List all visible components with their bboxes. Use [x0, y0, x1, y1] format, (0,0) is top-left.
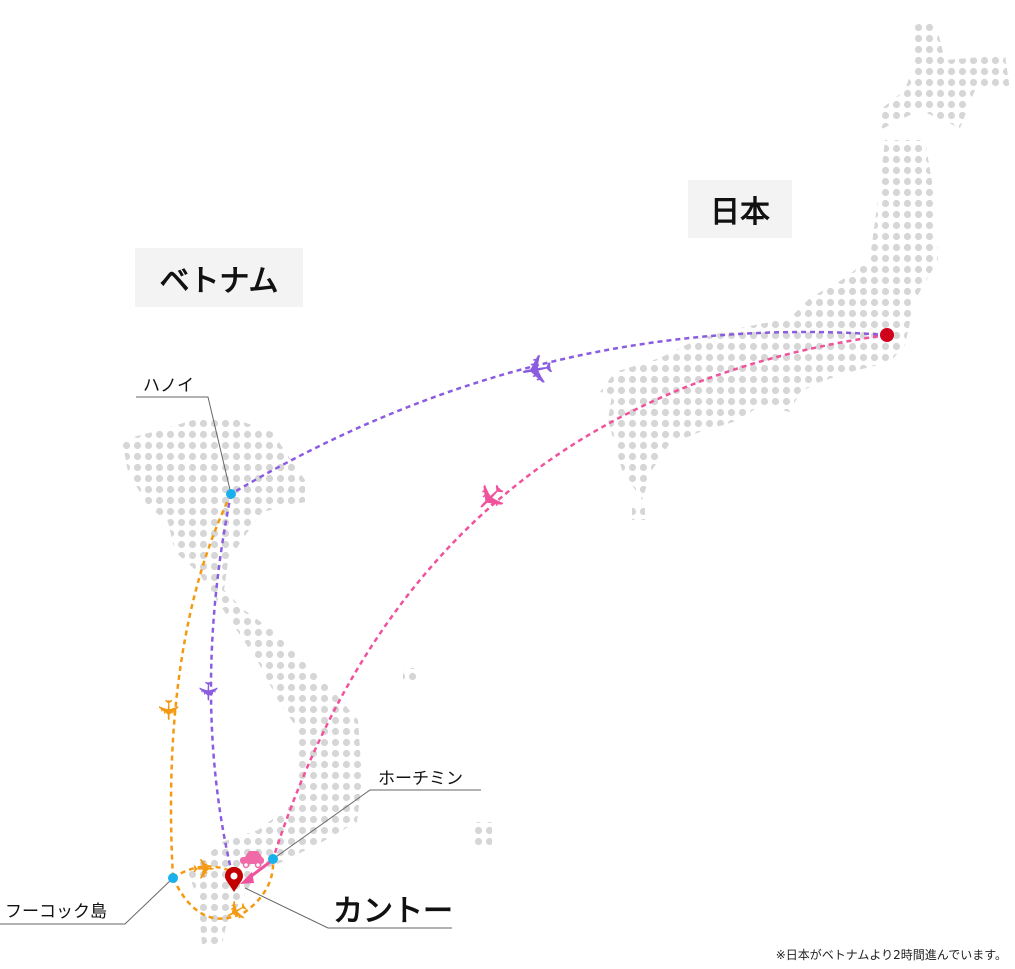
time-difference-note: ※日本がベトナムより2時間進んでいます。 — [775, 948, 1007, 962]
city-label-hanoi: ハノイ — [143, 376, 194, 396]
plane-icon: ✈ — [192, 853, 216, 886]
phuquoc-leader — [0, 877, 174, 925]
city-label-phu-quoc: フーコック島 — [5, 902, 107, 922]
car-icon — [240, 851, 264, 869]
hcm-leader — [272, 789, 481, 860]
region-label-vietnam: ベトナム — [135, 248, 303, 307]
plane-icon: ✈ — [191, 680, 222, 702]
map-pin-icon[interactable] — [225, 866, 243, 892]
arrowhead-icon — [240, 872, 254, 884]
route-tokyo-hcm — [271, 333, 888, 860]
region-label-japan: 日本 — [688, 180, 792, 238]
plane-icon: ✈ — [151, 698, 185, 722]
hanoi-leader — [136, 396, 232, 495]
hcm-dot[interactable] — [268, 854, 278, 864]
japan-landmass — [600, 20, 1010, 520]
phuquoc-dot[interactable] — [168, 873, 178, 883]
route-phuquoc-cantho — [172, 865, 229, 880]
route-loop-return — [171, 858, 275, 920]
vietnam-landmass — [122, 418, 492, 944]
hanoi-dot[interactable] — [226, 489, 236, 499]
city-label-ho-chi-minh: ホーチミン — [378, 769, 463, 789]
plane-icon: ✈ — [516, 342, 558, 394]
cantho-leader — [244, 887, 452, 929]
tokyo-dot — [880, 328, 894, 342]
city-label-can-tho: カントー — [333, 894, 453, 929]
route-hanoi-cantho — [209, 493, 235, 879]
route-tokyo-hanoi — [230, 330, 888, 496]
